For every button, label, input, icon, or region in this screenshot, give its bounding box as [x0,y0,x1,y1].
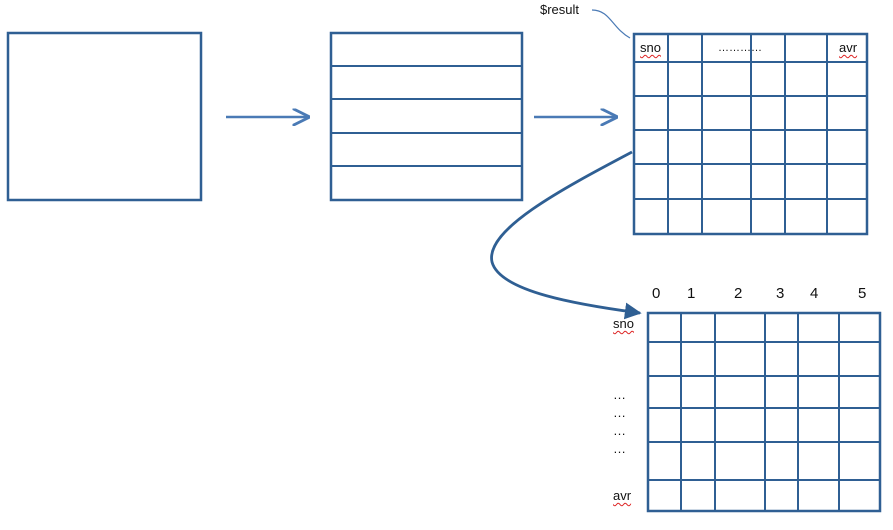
result-header-sno: sno [640,40,661,55]
result-callout-line [591,9,631,39]
col-index-4: 4 [810,285,819,302]
col-index-0: 0 [652,285,661,302]
result-grid [632,32,869,236]
rows-box [329,31,524,202]
row-ellipsis-3: … [613,423,626,438]
indexed-grid [646,311,882,513]
result-variable-label: $result [540,2,580,17]
row-ellipsis-2: … [613,405,626,420]
col-index-2: 2 [734,285,743,302]
result-header-avr: avr [839,40,858,55]
col-index-5: 5 [858,285,867,302]
col-index-1: 1 [687,285,696,302]
source-box [6,31,203,202]
row-label-sno: sno [613,316,634,331]
col-index-3: 3 [776,285,785,302]
row-ellipsis-4: … [613,441,626,456]
row-label-avr: avr [613,488,632,503]
result-header-dots: ………… [718,42,762,54]
curved-arrow [490,150,642,320]
row-ellipsis-1: … [613,387,626,402]
